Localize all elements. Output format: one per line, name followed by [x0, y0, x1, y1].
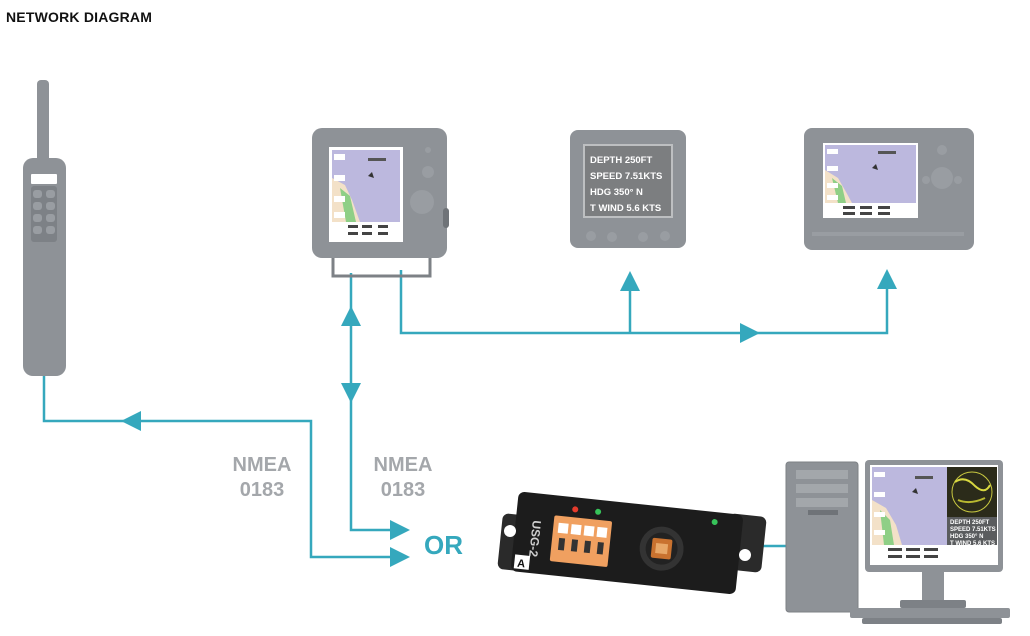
arrow-down-chartplotter [341, 383, 361, 403]
handheld-vhf-radio-icon [23, 80, 66, 376]
instrument-line-speed: SPEED 7.51KTS [590, 171, 662, 182]
pc-line-depth: DEPTH 250FT [950, 520, 990, 526]
nmea-right-line2: 0183 [381, 479, 426, 501]
desktop-pc-icon [785, 461, 1010, 624]
usg-model-label: USG-2 [526, 520, 544, 558]
or-label: OR [424, 530, 463, 560]
instrument-line-heading: HDG 350° N [590, 187, 643, 198]
multifunction-display-icon [804, 128, 974, 250]
arrow-right-or-top [390, 520, 410, 540]
handheld-link [42, 372, 395, 559]
usg-logo: A [517, 558, 526, 571]
arrow-up-instrument [620, 271, 640, 291]
instrument-line-depth: DEPTH 250FT [590, 155, 652, 166]
page-title: NETWORK DIAGRAM [6, 9, 153, 25]
arrow-heads [121, 269, 897, 567]
arrow-right-bus [740, 323, 760, 343]
nmea-right-line1: NMEA [374, 454, 433, 476]
connection-lines [42, 270, 889, 559]
nmea-left-line1: NMEA [233, 454, 292, 476]
arrow-left [121, 411, 141, 431]
arrow-up-chartplotter [341, 306, 361, 326]
chartplotter-link [349, 273, 395, 532]
pc-line-wind: T WIND 5.6 KTS [950, 541, 995, 547]
arrow-right-or-bottom [390, 547, 410, 567]
monitor-icon: DEPTH 250FT SPEED 7.51KTS HDG 350° N T W… [865, 460, 1003, 608]
usg-2-gateway-icon: USG-2 A [497, 492, 767, 594]
display-bus [399, 270, 889, 335]
pc-line-speed: SPEED 7.51KTS [950, 527, 996, 533]
instrument-line-wind: T WIND 5.6 KTS [590, 203, 661, 214]
pc-line-heading: HDG 350° N [950, 534, 983, 540]
instrument-display-icon: DEPTH 250FT SPEED 7.51KTS HDG 350° N T W… [570, 130, 686, 248]
nmea-left-line2: 0183 [240, 479, 285, 501]
chartplotter-icon [312, 128, 449, 278]
arrow-up-mfd [877, 269, 897, 289]
